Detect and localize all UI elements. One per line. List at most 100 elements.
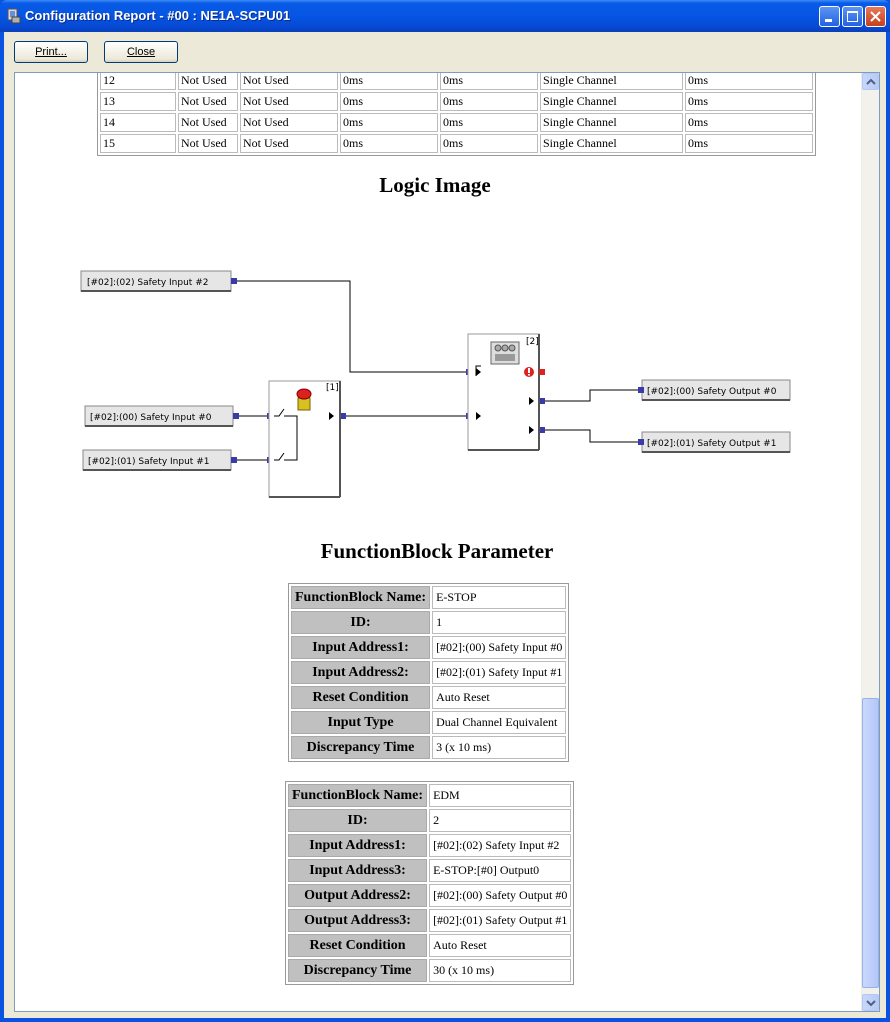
scroll-up-button[interactable] bbox=[862, 73, 879, 90]
print-button-label: Print... bbox=[35, 46, 67, 58]
param-value: Auto Reset bbox=[429, 934, 572, 957]
param-value: [#02]:(01) Safety Input #1 bbox=[432, 661, 567, 684]
terminal-out1-in bbox=[638, 439, 644, 445]
io-table-cell: Single Channel bbox=[540, 113, 683, 132]
param-row: Input Address1:[#02]:(00) Safety Input #… bbox=[291, 636, 567, 659]
io-table-cell: Single Channel bbox=[540, 134, 683, 153]
param-label: Discrepancy Time bbox=[288, 959, 428, 982]
io-table-cell: 15 bbox=[100, 134, 176, 153]
output-label-out0-text: [#02]:(00) Safety Output #0 bbox=[647, 387, 777, 397]
io-table-cell: Not Used bbox=[240, 92, 338, 111]
terminal-block2-out2 bbox=[539, 427, 545, 433]
close-button-label: Close bbox=[126, 46, 156, 58]
input-label-in0-text: [#02]:(00) Safety Input #0 bbox=[90, 413, 212, 423]
function-block-edm[interactable]: [2] bbox=[467, 333, 545, 451]
function-block-estop[interactable]: [1] bbox=[268, 380, 341, 498]
scroll-down-icon bbox=[866, 1000, 876, 1007]
close-window-button[interactable] bbox=[865, 6, 886, 27]
param-label: Input Address1: bbox=[291, 636, 431, 659]
terminal-out0-in bbox=[638, 387, 644, 393]
param-label: ID: bbox=[288, 809, 428, 832]
param-value: E-STOP:[#0] Output0 bbox=[429, 859, 572, 882]
param-value: [#02]:(00) Safety Output #0 bbox=[429, 884, 572, 907]
io-table-cell: 0ms bbox=[440, 73, 538, 90]
maximize-icon bbox=[847, 11, 858, 22]
param-label: Reset Condition bbox=[288, 934, 428, 957]
io-table-cell: 12 bbox=[100, 73, 176, 90]
close-button[interactable]: Close bbox=[104, 41, 178, 63]
param-row: FunctionBlock Name:E-STOP bbox=[291, 586, 567, 609]
vertical-scrollbar[interactable] bbox=[861, 73, 879, 1011]
logic-diagram: [#02]:(02) Safety Input #2 [#02]:(00) Sa… bbox=[80, 270, 791, 498]
maximize-button[interactable] bbox=[842, 6, 863, 27]
wire-block2-to-out0 bbox=[545, 389, 641, 402]
io-table-cell: Not Used bbox=[178, 92, 238, 111]
io-table-cell: 0ms bbox=[440, 92, 538, 111]
io-table-cell: 0ms bbox=[340, 113, 438, 132]
param-label: Input Address2: bbox=[291, 661, 431, 684]
param-row: Input Address2:[#02]:(01) Safety Input #… bbox=[291, 661, 567, 684]
input-label-in2[interactable]: [#02]:(02) Safety Input #2 bbox=[80, 270, 232, 292]
io-table-cell: 0ms bbox=[440, 134, 538, 153]
terminal-in1-out bbox=[231, 457, 237, 463]
wire-in2-to-block2 bbox=[236, 280, 470, 373]
title-bar[interactable]: Configuration Report - #00 : NE1A-SCPU01 bbox=[0, 0, 890, 32]
param-value: 2 bbox=[429, 809, 572, 832]
io-table-cell: 0ms bbox=[685, 92, 813, 111]
param-label: Discrepancy Time bbox=[291, 736, 431, 759]
io-table-cell: Not Used bbox=[178, 113, 238, 132]
param-row: Input Address1:[#02]:(02) Safety Input #… bbox=[288, 834, 572, 857]
input-label-in0[interactable]: [#02]:(00) Safety Input #0 bbox=[84, 405, 234, 427]
param-row: Output Address2:[#02]:(00) Safety Output… bbox=[288, 884, 572, 907]
wire-block2-to-out1 bbox=[545, 429, 641, 443]
output-arrow-icon-1 bbox=[529, 397, 534, 405]
output-label-out0[interactable]: [#02]:(00) Safety Output #0 bbox=[641, 379, 791, 401]
param-value: Auto Reset bbox=[432, 686, 567, 709]
output-label-out1[interactable]: [#02]:(01) Safety Output #1 bbox=[641, 431, 791, 453]
contactor-icon bbox=[490, 341, 520, 365]
param-value: [#02]:(01) Safety Output #1 bbox=[429, 909, 572, 932]
print-button[interactable]: Print... bbox=[14, 41, 88, 63]
input-label-in1[interactable]: [#02]:(01) Safety Input #1 bbox=[82, 449, 232, 471]
param-value: E-STOP bbox=[432, 586, 567, 609]
param-value: Dual Channel Equivalent bbox=[432, 711, 567, 734]
param-value: 3 (x 10 ms) bbox=[432, 736, 567, 759]
minimize-button[interactable] bbox=[819, 6, 840, 27]
scroll-up-icon bbox=[866, 78, 876, 85]
input-arrow-icon bbox=[476, 412, 481, 420]
terminal-in2-out bbox=[231, 278, 237, 284]
param-value: [#02]:(02) Safety Input #2 bbox=[429, 834, 572, 857]
io-table-cell: Not Used bbox=[240, 134, 338, 153]
io-table-cell: Not Used bbox=[178, 73, 238, 90]
scroll-down-button[interactable] bbox=[862, 994, 879, 1011]
io-table-cell: Not Used bbox=[178, 134, 238, 153]
io-table-cell: 0ms bbox=[440, 113, 538, 132]
param-label: FunctionBlock Name: bbox=[291, 586, 431, 609]
param-value: EDM bbox=[429, 784, 572, 807]
param-label: Output Address3: bbox=[288, 909, 428, 932]
io-table-cell: 0ms bbox=[685, 134, 813, 153]
terminal-in0-out bbox=[233, 413, 239, 419]
terminal-block1-out bbox=[340, 413, 346, 419]
terminal-block2-out1 bbox=[539, 398, 545, 404]
io-table-cell: 0ms bbox=[685, 113, 813, 132]
scroll-thumb[interactable] bbox=[862, 698, 879, 988]
param-label: ID: bbox=[291, 611, 431, 634]
output-arrow-icon-2 bbox=[529, 426, 534, 434]
io-table-cell: Single Channel bbox=[540, 73, 683, 90]
io-table-cell: Single Channel bbox=[540, 92, 683, 111]
param-label: Reset Condition bbox=[291, 686, 431, 709]
param-value: 30 (x 10 ms) bbox=[429, 959, 572, 982]
param-value: 1 bbox=[432, 611, 567, 634]
param-row: Output Address3:[#02]:(01) Safety Output… bbox=[288, 909, 572, 932]
